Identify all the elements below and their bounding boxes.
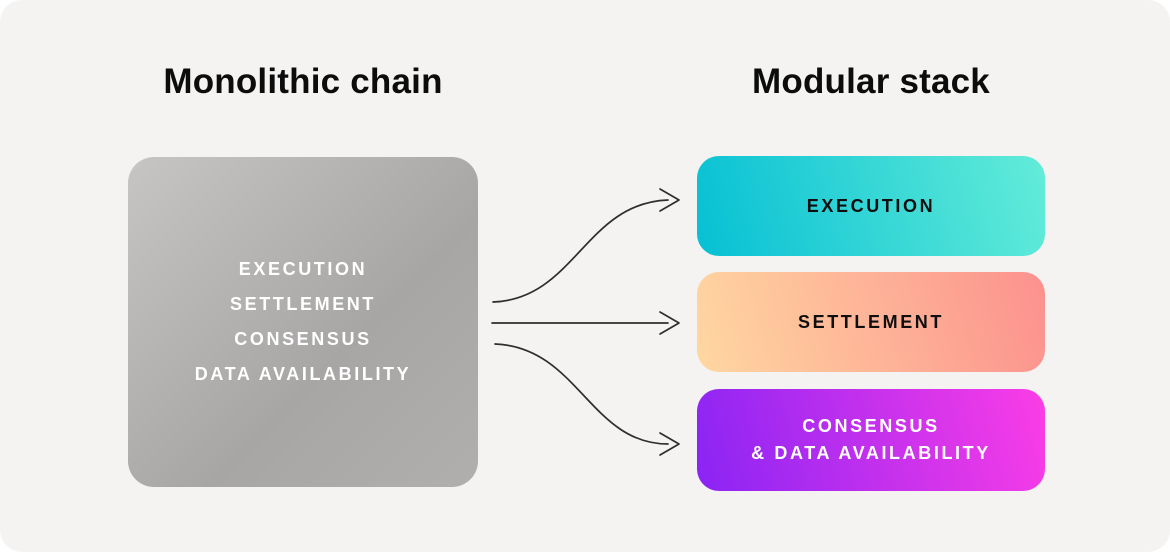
modular-box-execution: EXECUTION [697, 156, 1045, 256]
monolithic-layer-consensus: CONSENSUS [234, 329, 372, 349]
modular-box-consensus-label: CONSENSUS [802, 416, 940, 436]
arrow-to-consensus-da [494, 343, 680, 456]
monolithic-chain-box: EXECUTION SETTLEMENT CONSENSUS DATA AVAI… [128, 157, 478, 487]
monolithic-layer-data-availability: DATA AVAILABILITY [194, 364, 412, 384]
monolithic-layer-settlement: SETTLEMENT [230, 294, 376, 314]
modular-box-data-availability-label: & DATA AVAILABILITY [751, 443, 991, 463]
modular-stack-title: Modular stack [752, 62, 990, 101]
modular-box-settlement-label: SETTLEMENT [798, 311, 944, 332]
arrow-to-settlement [491, 311, 680, 335]
monolithic-layer-execution: EXECUTION [238, 259, 368, 279]
modular-box-settlement: SETTLEMENT [697, 272, 1045, 372]
monolithic-chain-title: Monolithic chain [163, 62, 443, 101]
modular-box-consensus-da: CONSENSUS & DATA AVAILABILITY [697, 389, 1045, 491]
arrow-to-execution [492, 188, 680, 303]
modular-box-execution-label: EXECUTION [806, 195, 936, 216]
